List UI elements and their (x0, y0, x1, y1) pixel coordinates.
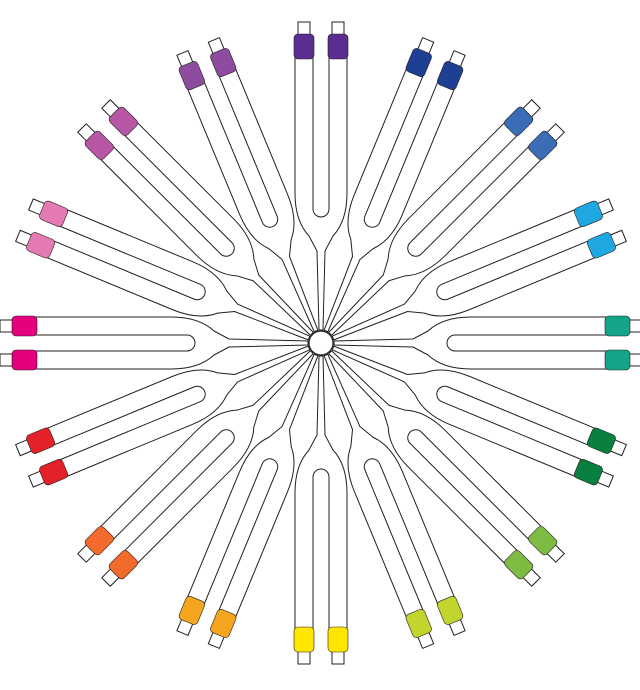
tuning-fork (77, 350, 314, 587)
color-band (84, 526, 114, 556)
tine-cap (0, 319, 14, 333)
color-band (437, 61, 464, 91)
tine-cap (628, 353, 640, 367)
color-band (210, 48, 237, 78)
tine-cap (0, 353, 14, 367)
tuning-fork (176, 353, 319, 650)
color-band (210, 608, 237, 638)
color-band (405, 608, 432, 638)
tuning-fork (331, 198, 628, 341)
color-band (293, 33, 315, 60)
color-band (604, 315, 631, 337)
color-band (108, 550, 138, 580)
tine-cap (331, 21, 345, 36)
color-band (504, 550, 534, 580)
color-band (293, 626, 315, 653)
color-band (108, 106, 138, 136)
fork-body (333, 316, 628, 370)
fork-body (85, 107, 314, 336)
fork-body (328, 350, 557, 579)
fork-body (179, 353, 319, 637)
fork-body (328, 107, 557, 336)
color-band (11, 315, 38, 337)
color-band (327, 626, 349, 653)
color-band (26, 427, 56, 454)
color-band (573, 200, 603, 227)
tuning-fork (328, 99, 565, 336)
fork-body (14, 316, 309, 370)
tine-cap (297, 650, 311, 665)
fork-body (294, 355, 348, 650)
tine-cap (297, 21, 311, 36)
fork-body (323, 353, 463, 637)
forks-group (0, 21, 640, 665)
fork-body (331, 201, 615, 341)
fork-body (323, 49, 463, 333)
color-band (26, 232, 56, 259)
tuning-fork (323, 36, 466, 333)
color-band (178, 595, 205, 625)
fork-body (27, 345, 311, 485)
color-band (504, 106, 534, 136)
color-band (39, 200, 69, 227)
tuning-fork (0, 315, 309, 371)
tuning-fork (328, 350, 565, 587)
tuning-fork (14, 198, 311, 341)
color-band (39, 459, 69, 486)
fork-body (294, 36, 348, 331)
color-band (528, 130, 558, 160)
color-band (11, 349, 38, 371)
color-band (327, 33, 349, 60)
tuning-fork (331, 345, 628, 488)
fork-body (27, 201, 311, 341)
fork-body (331, 345, 615, 485)
color-band (84, 130, 114, 160)
tuning-fork (323, 353, 466, 650)
tine-cap (331, 650, 345, 665)
color-band (573, 459, 603, 486)
color-band (178, 61, 205, 91)
tuning-fork (333, 315, 640, 371)
tuning-fork (293, 21, 349, 331)
color-band (604, 349, 631, 371)
tuning-fork (14, 345, 311, 488)
fork-body (85, 350, 314, 579)
color-band (405, 48, 432, 78)
color-band (586, 232, 616, 259)
color-band (437, 595, 464, 625)
color-band (586, 427, 616, 454)
tuning-fork (176, 36, 319, 333)
center-hub (308, 330, 334, 356)
fork-body (179, 49, 319, 333)
tuning-fork (293, 355, 349, 665)
tuning-fork (77, 99, 314, 336)
color-band (528, 526, 558, 556)
tine-cap (628, 319, 640, 333)
